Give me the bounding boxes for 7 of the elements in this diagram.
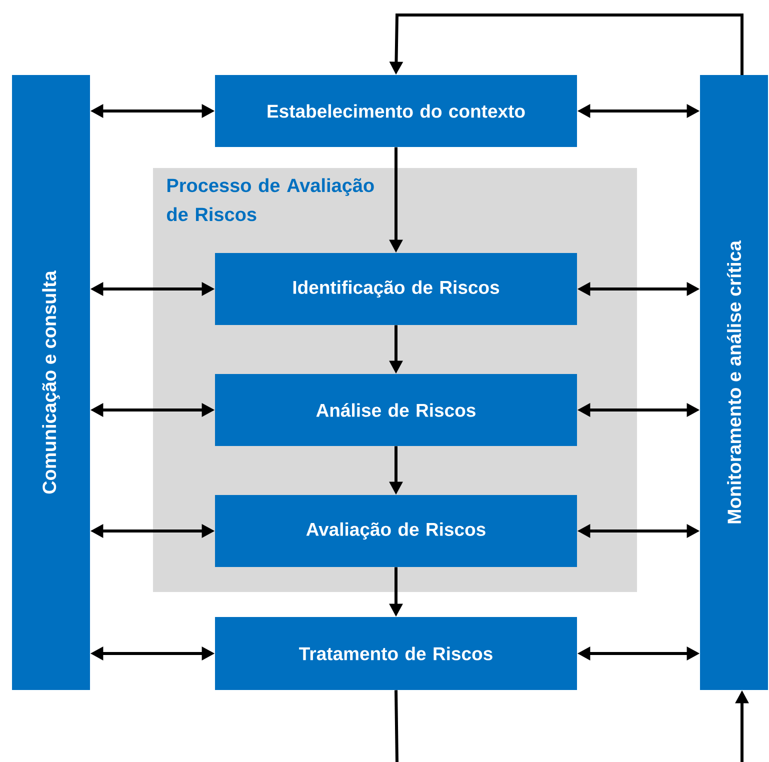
side-bar: Monitoramento e análise crítica bbox=[700, 75, 768, 690]
process-box: Identificação de Riscos bbox=[215, 253, 577, 325]
process-box: Análise de Riscos bbox=[215, 374, 577, 446]
process-box: Avaliação de Riscos bbox=[215, 495, 577, 567]
side-bar: Comunicação e consulta bbox=[12, 75, 90, 690]
process-box: Estabelecimento do contexto bbox=[215, 75, 577, 147]
process-box: Tratamento de Riscos bbox=[215, 617, 577, 690]
